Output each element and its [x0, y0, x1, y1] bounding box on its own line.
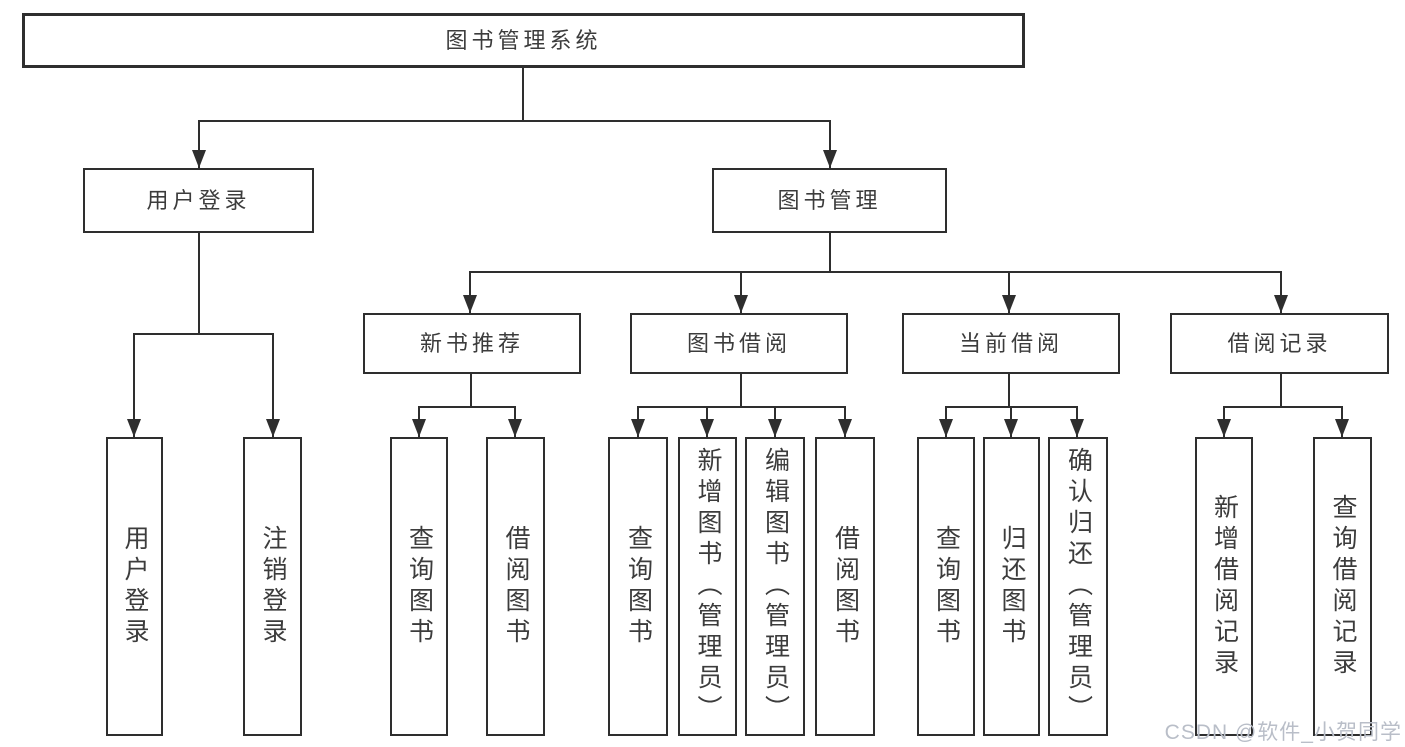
- node-label: 新增借阅记录: [1210, 493, 1239, 680]
- connector-line: [637, 406, 846, 408]
- node-label: 查询图书: [405, 524, 434, 649]
- arrowhead-down-icon: [1335, 419, 1349, 437]
- leaf-user-login: 用户登录: [106, 437, 163, 736]
- arrowhead-down-icon: [700, 419, 714, 437]
- node-label: 编辑图书（管理员）: [761, 447, 790, 726]
- arrowhead-down-icon: [768, 419, 782, 437]
- connector-line: [1280, 374, 1282, 407]
- connector-line: [740, 374, 742, 407]
- leaf-borrowing-edit-books-admin: 编辑图书（管理员）: [745, 437, 805, 736]
- leaf-records-add-borrow-record: 新增借阅记录: [1195, 437, 1253, 736]
- connector-line: [469, 271, 471, 313]
- arrowhead-down-icon: [266, 419, 280, 437]
- arrowhead-down-icon: [127, 419, 141, 437]
- connector-line: [470, 374, 472, 408]
- leaf-current-query-books: 查询图书: [917, 437, 975, 736]
- connector-line: [740, 271, 742, 313]
- connector-line: [133, 334, 135, 437]
- node-label: 确认归还（管理员）: [1064, 447, 1093, 726]
- connector-line: [198, 233, 200, 335]
- node-label: 当前借阅: [958, 330, 1063, 356]
- leaf-borrowing-query-books: 查询图书: [608, 437, 668, 736]
- node-label: 借阅记录: [1227, 330, 1332, 356]
- node-label: 新书推荐: [419, 330, 524, 356]
- node-library-management-system: 图书管理系统: [22, 13, 1025, 68]
- leaf-records-query-borrow-record: 查询借阅记录: [1313, 437, 1372, 736]
- arrowhead-down-icon: [1274, 295, 1288, 313]
- node-book-borrowing: 图书借阅: [630, 313, 848, 374]
- connector-line: [1008, 271, 1010, 313]
- node-current-borrowing: 当前借阅: [902, 313, 1120, 374]
- connector-line: [1280, 271, 1282, 313]
- arrowhead-down-icon: [508, 419, 522, 437]
- node-book-management: 图书管理: [712, 168, 947, 233]
- connector-line: [829, 233, 831, 272]
- node-label: 用户登录: [121, 524, 149, 649]
- arrowhead-down-icon: [1070, 419, 1084, 437]
- arrowhead-down-icon: [1002, 295, 1016, 313]
- arrowhead-down-icon: [463, 295, 477, 313]
- leaf-current-confirm-return-admin: 确认归还（管理员）: [1048, 437, 1108, 736]
- connector-line: [469, 271, 1282, 273]
- arrowhead-down-icon: [734, 295, 748, 313]
- node-label: 借阅图书: [502, 524, 530, 649]
- leaf-borrowing-add-books-admin: 新增图书（管理员）: [678, 437, 737, 736]
- node-label: 归还图书: [998, 524, 1026, 649]
- leaf-borrowing-borrow-books: 借阅图书: [815, 437, 875, 736]
- node-label: 用户登录: [146, 187, 251, 213]
- connector-line: [1008, 374, 1010, 407]
- arrowhead-down-icon: [192, 150, 206, 168]
- node-label: 新增图书（管理员）: [694, 447, 722, 726]
- node-label: 借阅图书: [831, 524, 860, 649]
- connector-line: [418, 406, 516, 408]
- arrowhead-down-icon: [412, 419, 426, 437]
- csdn-watermark: CSDN @软件_小贺同学: [1164, 721, 1402, 744]
- node-label: 图书管理系统: [445, 27, 602, 53]
- connector-line: [198, 120, 831, 122]
- leaf-recommend-query-books: 查询图书: [390, 437, 448, 736]
- connector-line: [522, 68, 524, 122]
- node-label: 注销登录: [259, 524, 287, 649]
- arrowhead-down-icon: [823, 150, 837, 168]
- arrowhead-down-icon: [631, 419, 645, 437]
- node-label: 查询借阅记录: [1329, 493, 1357, 680]
- arrowhead-down-icon: [1217, 419, 1231, 437]
- leaf-recommend-borrow-books: 借阅图书: [486, 437, 545, 736]
- leaf-logout: 注销登录: [243, 437, 302, 736]
- node-label: 图书管理: [777, 187, 882, 213]
- node-new-book-recommend: 新书推荐: [363, 313, 581, 374]
- node-user-login: 用户登录: [83, 168, 314, 233]
- connector-line: [272, 334, 274, 437]
- connector-line: [829, 121, 831, 168]
- connector-line: [1223, 406, 1343, 408]
- connector-line: [198, 121, 200, 168]
- node-borrow-records: 借阅记录: [1170, 313, 1389, 374]
- node-label: 查询图书: [624, 524, 653, 649]
- connector-line: [133, 333, 274, 335]
- arrowhead-down-icon: [1004, 419, 1018, 437]
- leaf-current-return-books: 归还图书: [983, 437, 1040, 736]
- node-label: 图书借阅: [686, 330, 791, 356]
- arrowhead-down-icon: [838, 419, 852, 437]
- node-label: 查询图书: [932, 524, 961, 649]
- arrowhead-down-icon: [939, 419, 953, 437]
